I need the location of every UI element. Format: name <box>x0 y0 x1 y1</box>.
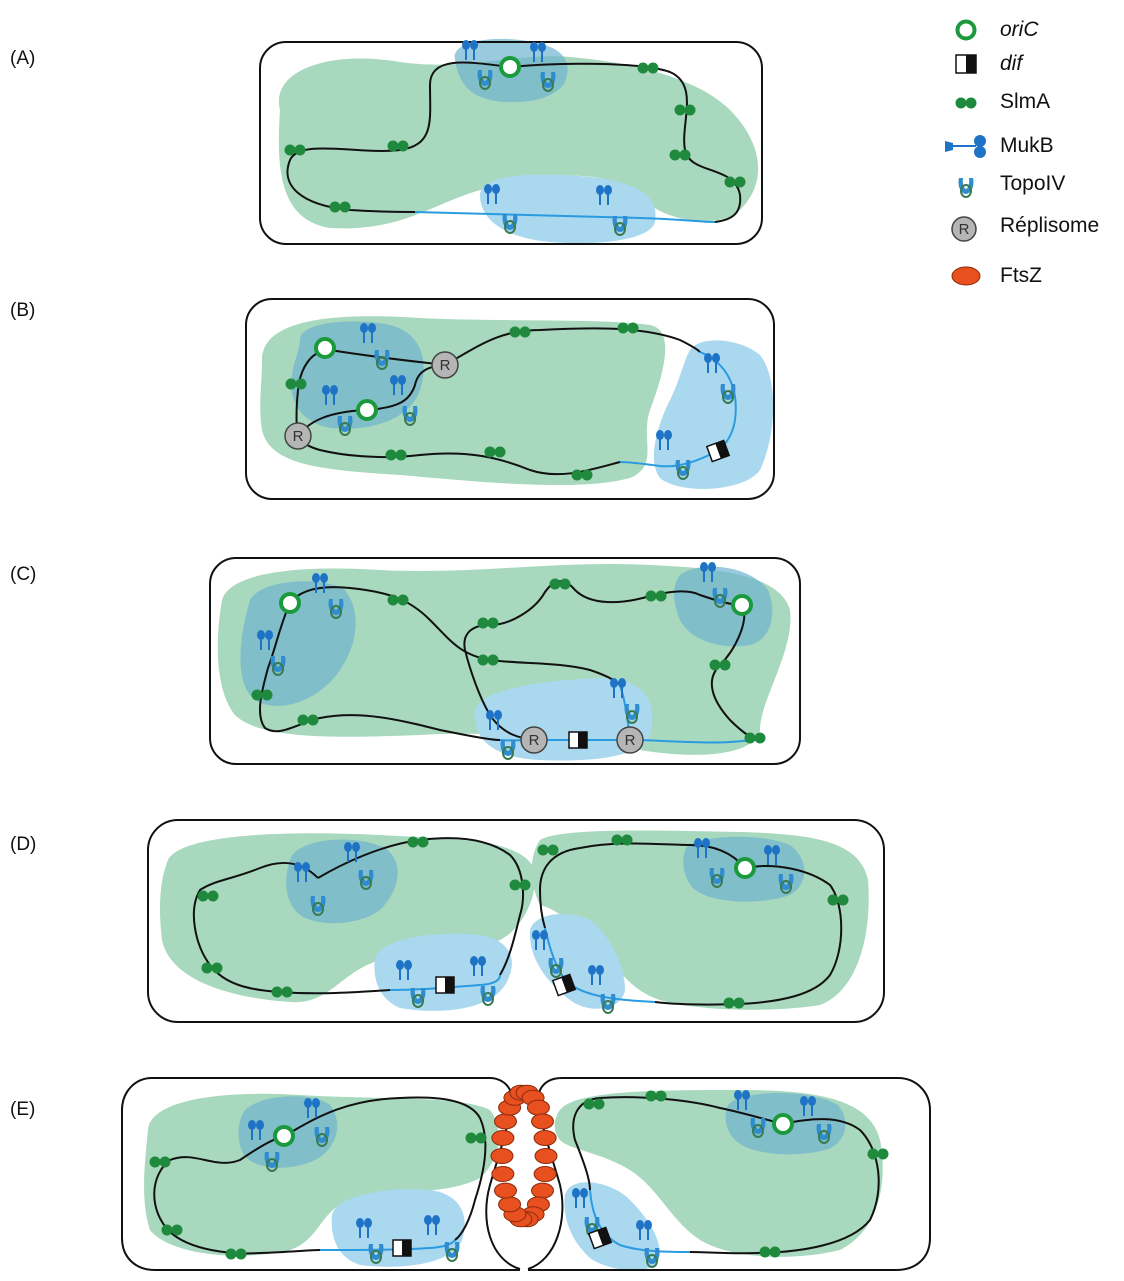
cell-envelope <box>121 1077 521 1271</box>
legend-label: dif <box>1000 52 1024 75</box>
chromosome <box>153 1135 321 1255</box>
slma-icon <box>955 97 977 109</box>
ftsz-bead <box>491 1166 515 1182</box>
ftsz-bead <box>533 1166 557 1182</box>
ter-domain <box>374 933 512 1011</box>
panel-c: R R <box>209 557 801 765</box>
panel-d <box>147 819 885 1023</box>
replisome-icon: R <box>431 351 459 379</box>
chromosome <box>289 586 621 686</box>
chromosome <box>463 580 743 741</box>
panel-b: R R <box>245 298 775 500</box>
chromosome <box>297 364 446 437</box>
panel-a <box>259 38 763 245</box>
legend-item-topoiv: TopoIV <box>957 172 1065 198</box>
chromosome <box>689 1118 880 1255</box>
legend-label: Réplisome <box>1000 214 1099 237</box>
cell-envelope <box>245 298 775 500</box>
legend-item-mukb: MukB <box>945 134 1054 158</box>
ftsz-bead <box>491 1130 515 1146</box>
legend-label: TopoIV <box>1000 172 1065 195</box>
replisome-icon: R <box>951 216 977 242</box>
oric-icon <box>731 594 753 616</box>
legend-label: MukB <box>1000 134 1054 157</box>
legend-item-ftsz: FtsZ <box>951 264 1042 287</box>
replisome-icon: R <box>284 422 312 450</box>
ftsz-bead <box>534 1148 558 1164</box>
chromosome <box>283 1096 487 1241</box>
chromosome <box>317 837 524 976</box>
legend-label: FtsZ <box>1000 264 1042 287</box>
panel-label-c: (C) <box>10 564 36 585</box>
panel-label-e: (E) <box>10 1099 35 1120</box>
oric-icon <box>499 56 521 78</box>
ter-dna <box>619 451 716 468</box>
legend-label: SlmA <box>1000 90 1050 113</box>
legend-label: oriC <box>1000 18 1039 41</box>
ter-dna <box>319 1239 456 1251</box>
oric-icon <box>356 399 378 421</box>
replisome-icon: R <box>616 726 644 754</box>
legend: oriC dif SlmA MukB TopoIV <box>945 18 1099 287</box>
oric-icon <box>772 1113 794 1135</box>
ori-domain <box>240 581 356 706</box>
dif-icon <box>435 976 455 994</box>
chromosome <box>297 435 621 476</box>
chromosome <box>259 602 501 741</box>
chromosome <box>654 865 843 1006</box>
oric-icon <box>314 337 336 359</box>
ftsz-bead <box>490 1148 514 1164</box>
chromosome <box>193 861 391 995</box>
chromosome <box>295 348 446 437</box>
ftsz-icon <box>951 266 981 286</box>
dif-icon <box>392 1239 412 1257</box>
cell-envelope <box>259 41 763 245</box>
mukb-icon <box>945 135 986 158</box>
ftsz-bead <box>531 1182 554 1199</box>
topoiv-icon <box>957 177 975 198</box>
panel-e <box>121 1077 931 1271</box>
svg-text:R: R <box>440 357 451 374</box>
ter-dna <box>589 1189 691 1253</box>
replisome-icon: R <box>520 726 548 754</box>
legend-item-replisome: R Réplisome <box>951 214 1099 242</box>
ter-domain <box>653 340 774 489</box>
ter-dna <box>414 211 716 223</box>
panel-label-a: (A) <box>10 48 35 69</box>
svg-text:R: R <box>959 221 970 238</box>
panel-label-b: (B) <box>10 300 35 321</box>
chromosome <box>572 1096 784 1191</box>
cell-envelope <box>147 819 885 1023</box>
dif-icon <box>568 731 588 749</box>
oric-icon <box>955 19 977 41</box>
chromosome <box>286 61 511 213</box>
ftsz-bead <box>498 1196 522 1213</box>
cell-envelope <box>527 1077 931 1271</box>
svg-text:R: R <box>529 732 540 749</box>
dif-icon <box>955 54 977 74</box>
ftsz-bead <box>531 1113 554 1130</box>
oric-icon <box>279 592 301 614</box>
nucleoid <box>278 56 759 229</box>
ftsz-bead <box>533 1130 557 1146</box>
oric-icon <box>273 1125 295 1147</box>
nucleoid <box>144 1093 499 1256</box>
chromosome <box>444 327 701 366</box>
chromosome <box>509 62 742 223</box>
ftsz-ring <box>490 1084 558 1228</box>
panel-label-d: (D) <box>10 834 36 855</box>
legend-item-slma: SlmA <box>955 90 1050 113</box>
ftsz-bead <box>494 1113 517 1130</box>
svg-text:R: R <box>293 428 304 445</box>
svg-text:R: R <box>625 732 636 749</box>
cell-envelope <box>209 557 801 765</box>
legend-item-dif: dif <box>955 52 1024 75</box>
oric-icon <box>734 857 756 879</box>
ftsz-bead <box>526 1099 550 1116</box>
legend-item-oric: oriC <box>955 18 1039 41</box>
ftsz-bead <box>494 1182 517 1199</box>
